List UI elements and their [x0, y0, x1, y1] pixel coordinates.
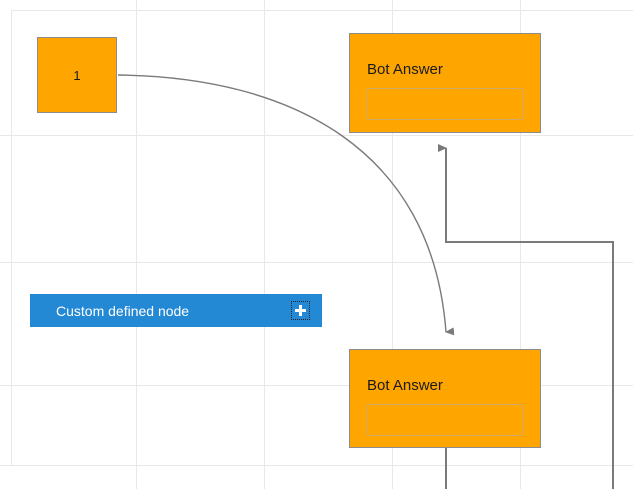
node-bot-answer-top[interactable]: Bot Answer	[349, 33, 541, 133]
node-square-1[interactable]: 1	[37, 37, 117, 113]
node-bot-answer-bottom-title: Bot Answer	[367, 377, 443, 394]
node-bot-answer-top-title: Bot Answer	[367, 61, 443, 78]
drag-plus-icon[interactable]	[291, 301, 310, 320]
node-square-1-label: 1	[73, 67, 81, 83]
edge-curve-node1-to-bot-answer-bottom[interactable]	[117, 74, 455, 336]
node-bot-answer-bottom[interactable]: Bot Answer	[349, 349, 541, 448]
node-bot-answer-top-slot[interactable]	[367, 88, 523, 120]
edge-ortho-to-bot-answer-top[interactable]	[438, 144, 614, 489]
node-bot-answer-bottom-slot[interactable]	[367, 404, 523, 436]
custom-defined-node-bar[interactable]: Custom defined node	[30, 294, 322, 327]
custom-defined-node-label: Custom defined node	[56, 302, 190, 319]
